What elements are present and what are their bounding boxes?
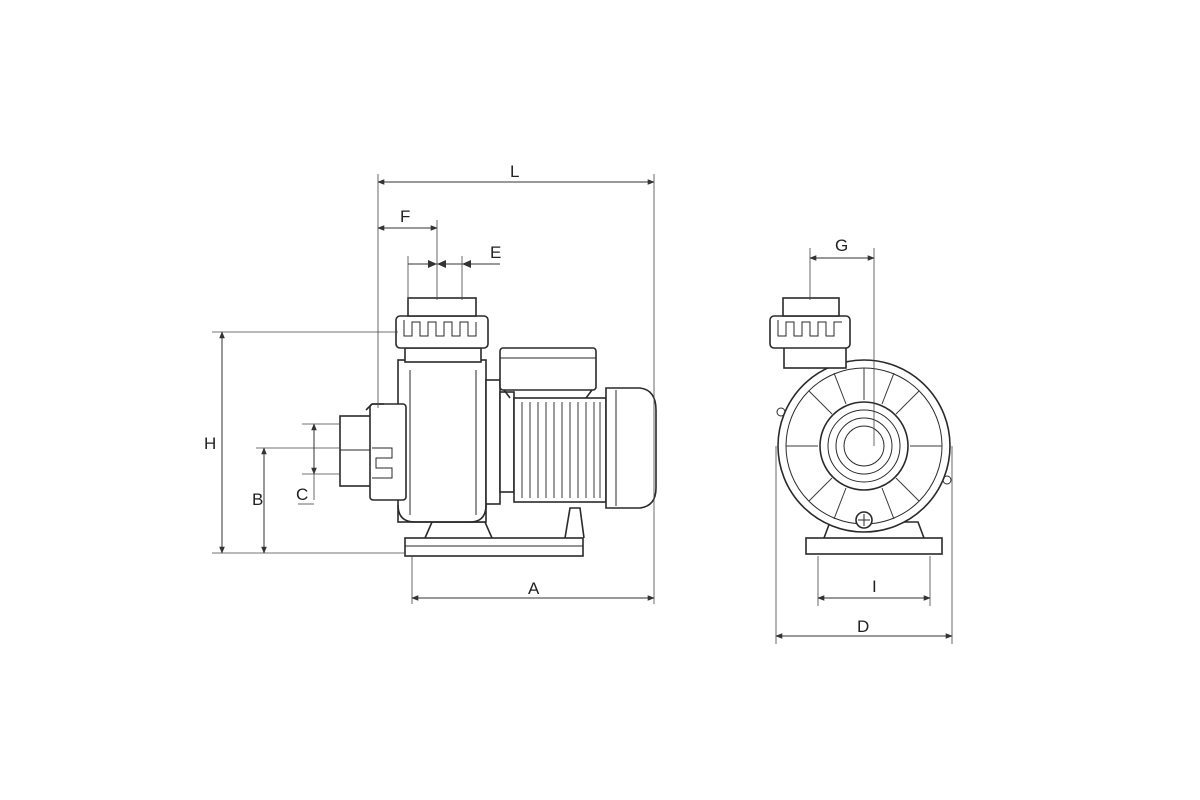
housing-ribs	[786, 368, 942, 520]
front-view	[769, 297, 952, 555]
front-labels: G I D	[835, 236, 877, 636]
dim-label-G: G	[835, 236, 848, 255]
dim-label-C: C	[296, 485, 308, 504]
dim-label-I: I	[872, 577, 877, 596]
dim-label-F: F	[400, 207, 410, 226]
side-dimensions	[212, 174, 655, 604]
dim-label-B: B	[252, 490, 263, 509]
side-view	[339, 297, 657, 557]
dim-label-E: E	[490, 243, 501, 262]
front-dimensions	[775, 248, 953, 644]
dim-label-L: L	[510, 162, 519, 181]
motor-fins	[521, 402, 601, 498]
side-labels: L F E H B C A	[204, 162, 540, 598]
dim-label-A: A	[528, 579, 540, 598]
dim-label-H: H	[204, 434, 216, 453]
dim-label-D: D	[857, 617, 869, 636]
